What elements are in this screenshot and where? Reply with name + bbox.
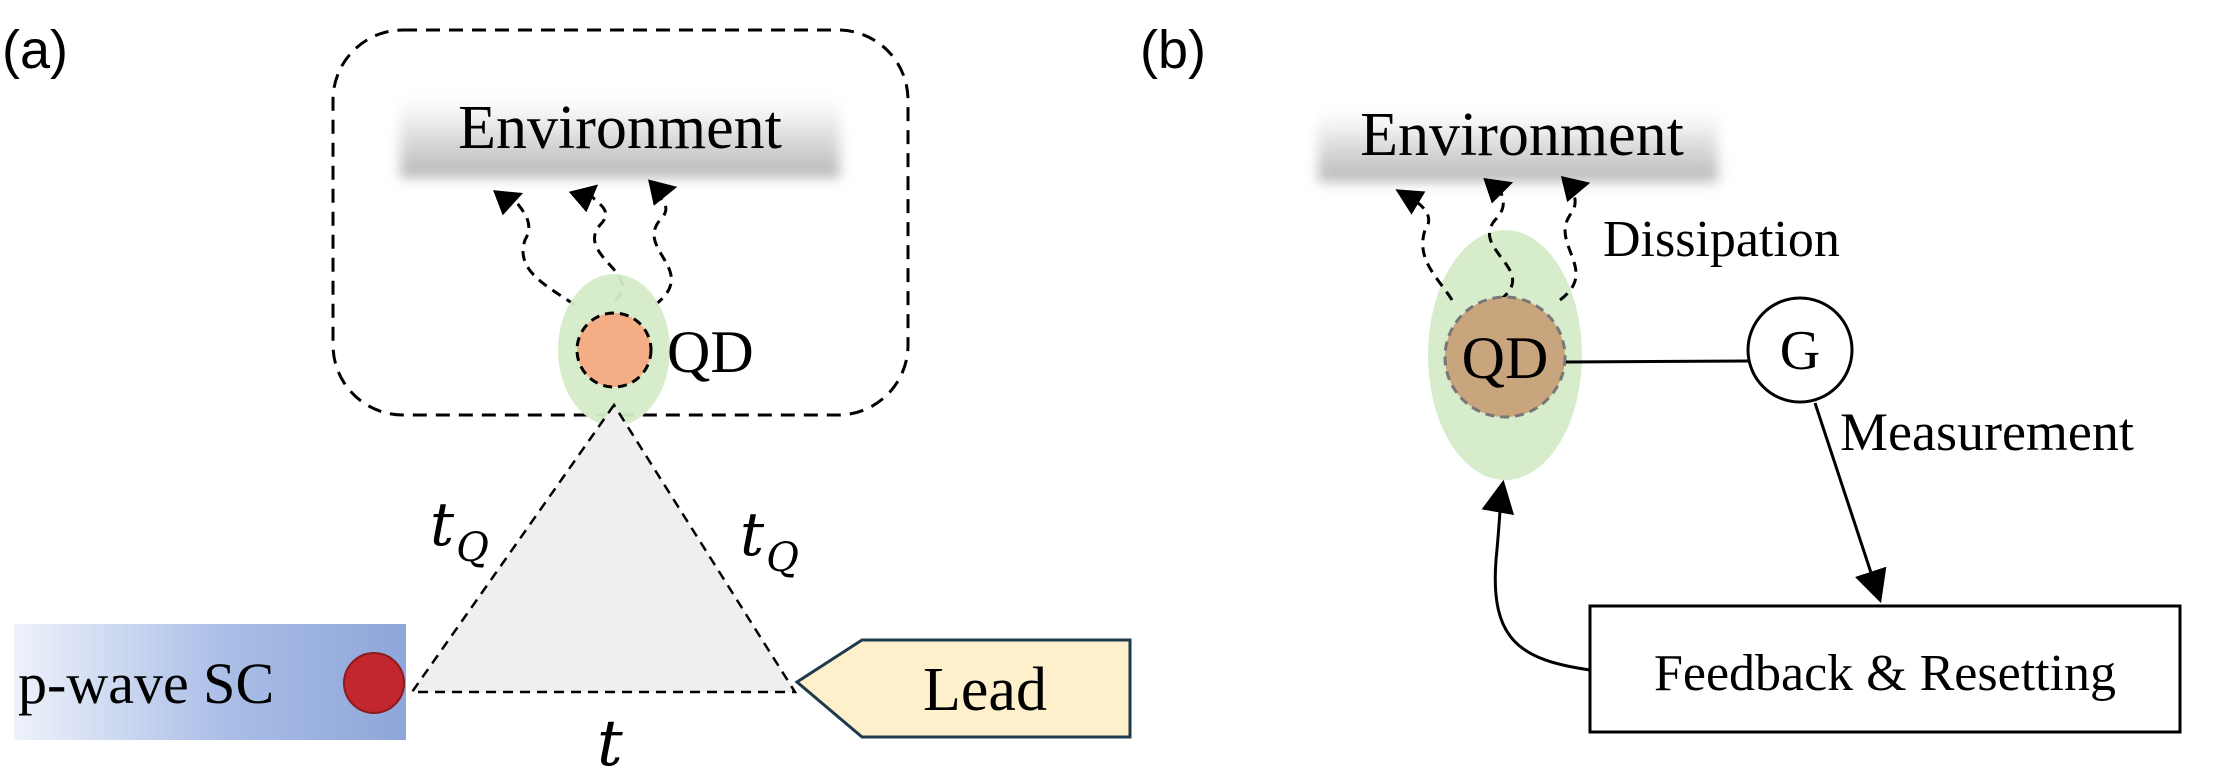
hopping-bottom-label: t [597,707,623,776]
panel-b-label: (b) [1140,20,1206,80]
measurement-arrow [1813,402,1887,604]
hopping-left-label: tQ [430,490,489,571]
panel-a-label: (a) [2,20,68,80]
feedback-label: Feedback & Resetting [1654,645,2116,702]
feedback-arrow [1481,479,1591,672]
hopping-right-label: tQ [740,500,799,581]
environment-box-a: Environment [400,86,840,178]
conductance-meter [1746,296,1854,404]
qd-label-a: QD [667,319,754,385]
superconductor-label: p-wave SC [18,651,274,716]
environment-label-a: Environment [458,94,782,162]
lead-label: Lead [923,656,1047,724]
qd-meter-connection [1565,359,1749,364]
superconductor-block [14,624,406,740]
dissipation-label: Dissipation [1603,211,1840,268]
environment-box-b: Environment [1318,100,1718,182]
dissipation-arrows-b [1395,175,1591,302]
qd-dot-a [575,311,653,389]
panel-a: (a) Environment QD tQ tQ t p-wave SC Le [2,20,1132,776]
panel-b: (b) Environment Dissipation QD G Measure… [1140,20,2182,734]
qd-dot-b [1443,295,1567,419]
qd-label-b: QD [1462,325,1549,391]
lead-block [794,638,1132,739]
measurement-label: Measurement [1840,402,2134,462]
meter-label: G [1780,320,1820,382]
majorana-dot [343,652,405,714]
environment-label-b: Environment [1360,101,1684,169]
coupling-triangle [409,402,798,694]
